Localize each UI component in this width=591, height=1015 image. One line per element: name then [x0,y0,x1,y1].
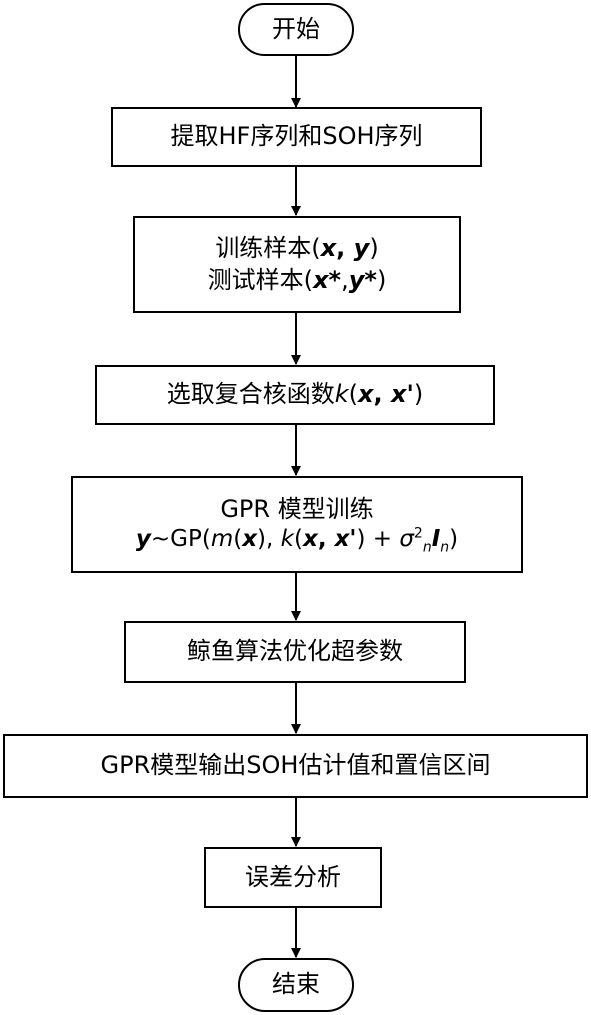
end-label: 结束 [272,970,320,999]
step-gpr-output: GPR模型输出SOH估计值和置信区间 [3,734,588,798]
end-terminal: 结束 [238,958,354,1012]
step-samples: 训练样本(x, y) 测试样本(x*,y*) [133,216,461,313]
error-analysis-label: 误差分析 [245,862,341,891]
step-error-analysis: 误差分析 [204,847,382,908]
start-label: 开始 [272,14,320,43]
training-samples-line: 训练样本(x, y) [215,234,379,263]
select-kernel-line: 选取复合核函数k(x, x') [166,380,424,409]
gpr-output-label: GPR模型输出SOH估计值和置信区间 [100,751,491,780]
start-terminal: 开始 [238,3,354,56]
step-gpr-training: GPR 模型训练 y~GP(m(x), k(x, x') + σ2nIn) [71,476,523,573]
gpr-training-title: GPR 模型训练 [220,494,374,523]
step-extract-sequences: 提取HF序列和SOH序列 [111,107,482,167]
gpr-formula: y~GP(m(x), k(x, x') + σ2nIn) [135,525,459,556]
step-select-kernel: 选取复合核函数k(x, x') [95,365,495,425]
whale-optimization-label: 鲸鱼算法优化超参数 [187,637,403,666]
test-samples-line: 测试样本(x*,y*) [207,265,387,294]
step-whale-optimization: 鲸鱼算法优化超参数 [124,621,466,683]
step-extract-sequences-label: 提取HF序列和SOH序列 [170,122,423,151]
